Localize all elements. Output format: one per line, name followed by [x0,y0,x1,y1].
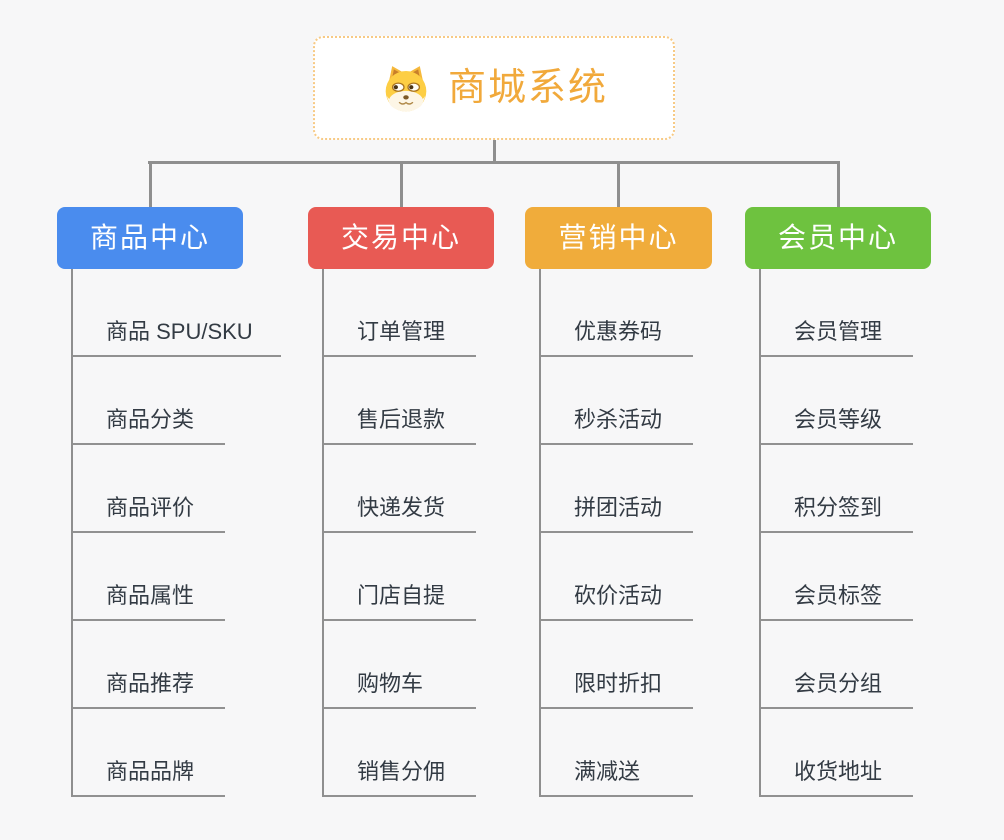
leaf-node[interactable]: 购物车 [324,621,476,709]
leaf-label: 满减送 [574,758,641,784]
leaf-label: 购物车 [357,670,424,696]
branch-label: 营销中心 [558,222,679,253]
connector-branch-drop [617,161,620,207]
branch-node-member-center[interactable]: 会员中心 [745,207,931,269]
leaf-node[interactable]: 积分签到 [761,445,913,533]
connector-branch-drop [836,161,840,207]
dog-icon [385,66,427,112]
leaf-label: 商品属性 [106,582,195,608]
leaf-label: 商品分类 [106,406,195,432]
leaf-label: 快递发货 [357,494,446,520]
leaf-node[interactable]: 商品 SPU/SKU [73,269,281,357]
leaf-node[interactable]: 满减送 [541,709,693,797]
leaf-label: 限时折扣 [574,670,663,696]
leaf-label: 秒杀活动 [574,406,663,432]
leaf-node[interactable]: 售后退款 [324,357,476,445]
leaf-column-product-center: 商品 SPU/SKU 商品分类商品评价商品属性商品推荐商品品牌 [71,269,281,797]
leaf-label: 会员等级 [794,406,883,432]
leaf-label: 售后退款 [357,406,446,432]
leaf-node[interactable]: 限时折扣 [541,621,693,709]
leaf-node[interactable]: 会员管理 [761,269,913,357]
branch-label: 商品中心 [89,222,210,253]
leaf-node[interactable]: 优惠券码 [541,269,693,357]
leaf-node[interactable]: 商品品牌 [73,709,225,797]
leaf-node[interactable]: 砍价活动 [541,533,693,621]
root-node[interactable]: 商城系统 [313,36,675,140]
leaf-label: 商品评价 [106,494,195,520]
branch-node-marketing-center[interactable]: 营销中心 [525,207,712,269]
leaf-node[interactable]: 会员标签 [761,533,913,621]
leaf-label: 收货地址 [794,758,883,784]
connector-branch-drop [148,161,152,207]
leaf-node[interactable]: 商品评价 [73,445,225,533]
leaf-column-trade-center: 订单管理售后退款快递发货门店自提购物车销售分佣 [322,269,476,797]
leaf-label: 砍价活动 [574,582,663,608]
leaf-node[interactable]: 订单管理 [324,269,476,357]
leaf-label: 拼团活动 [574,494,663,520]
leaf-node[interactable]: 拼团活动 [541,445,693,533]
leaf-label: 订单管理 [357,318,446,344]
connector-root-drop [493,140,496,162]
leaf-node[interactable]: 收货地址 [761,709,913,797]
leaf-node[interactable]: 销售分佣 [324,709,476,797]
connector-branch-drop [399,161,403,207]
branch-node-trade-center[interactable]: 交易中心 [308,207,494,269]
leaf-node[interactable]: 快递发货 [324,445,476,533]
leaf-node[interactable]: 会员等级 [761,357,913,445]
leaf-label: 商品推荐 [106,670,195,696]
leaf-node[interactable]: 秒杀活动 [541,357,693,445]
leaf-label: 会员标签 [794,582,883,608]
leaf-node[interactable]: 门店自提 [324,533,476,621]
branch-node-product-center[interactable]: 商品中心 [57,207,243,269]
root-title: 商城系统 [447,67,608,109]
leaf-column-member-center: 会员管理会员等级积分签到会员标签会员分组收货地址 [759,269,913,797]
leaf-node[interactable]: 商品分类 [73,357,225,445]
leaf-node[interactable]: 会员分组 [761,621,913,709]
leaf-label: 商品品牌 [106,758,195,784]
branch-label: 会员中心 [777,222,898,253]
branch-label: 交易中心 [340,222,461,253]
leaf-label: 商品 SPU/SKU [106,318,253,344]
leaf-node[interactable]: 商品属性 [73,533,225,621]
leaf-label: 会员分组 [794,670,883,696]
connector-horizontal [148,161,840,164]
leaf-label: 会员管理 [794,318,883,344]
leaf-label: 门店自提 [357,582,446,608]
leaf-label: 优惠券码 [574,318,663,344]
leaf-label: 销售分佣 [357,758,446,784]
leaf-column-marketing-center: 优惠券码秒杀活动拼团活动砍价活动限时折扣满减送 [539,269,693,797]
leaf-label: 积分签到 [794,494,883,520]
leaf-node[interactable]: 商品推荐 [73,621,225,709]
